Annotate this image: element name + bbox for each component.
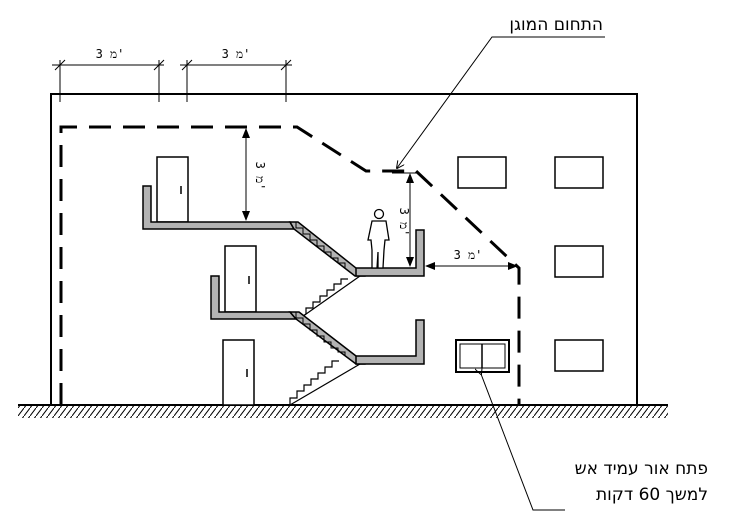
dimension-vertical-landing xyxy=(392,172,420,267)
fire-window-label-line2: למשך 60 דקות xyxy=(596,485,708,505)
protected-zone-label: התחום המוגן xyxy=(509,15,603,35)
flight-top xyxy=(288,221,366,277)
dim-roof-right: 3 מ' xyxy=(222,47,251,61)
slab-landing-upper xyxy=(355,229,425,277)
fire-resistant-window xyxy=(455,339,510,373)
slab-landing-lower xyxy=(355,319,425,365)
protected-zone-leader xyxy=(397,36,605,168)
ground xyxy=(18,404,668,418)
door-middle xyxy=(224,245,257,313)
building-outline xyxy=(50,93,638,406)
building-windows xyxy=(457,156,604,372)
dim-horizontal-landing: 3 מ' xyxy=(454,248,483,262)
fire-window-leader xyxy=(481,374,565,511)
lower-stair-flight xyxy=(289,275,361,406)
protected-zone-boundary xyxy=(59,125,521,405)
flight-middle xyxy=(288,311,366,365)
dim-roof-left: 3 מ' xyxy=(96,47,125,61)
doors xyxy=(156,156,257,406)
fire-window-label-line1: פתח אור עמיד אש xyxy=(575,459,708,479)
person-figure xyxy=(367,208,390,269)
dim-vertical-landing: 3 מ' xyxy=(397,208,411,237)
roof-dimension-lines xyxy=(52,59,292,102)
door-bottom xyxy=(222,339,255,406)
dim-vertical-top: 3 מ' xyxy=(253,162,267,191)
door-top xyxy=(156,156,189,223)
